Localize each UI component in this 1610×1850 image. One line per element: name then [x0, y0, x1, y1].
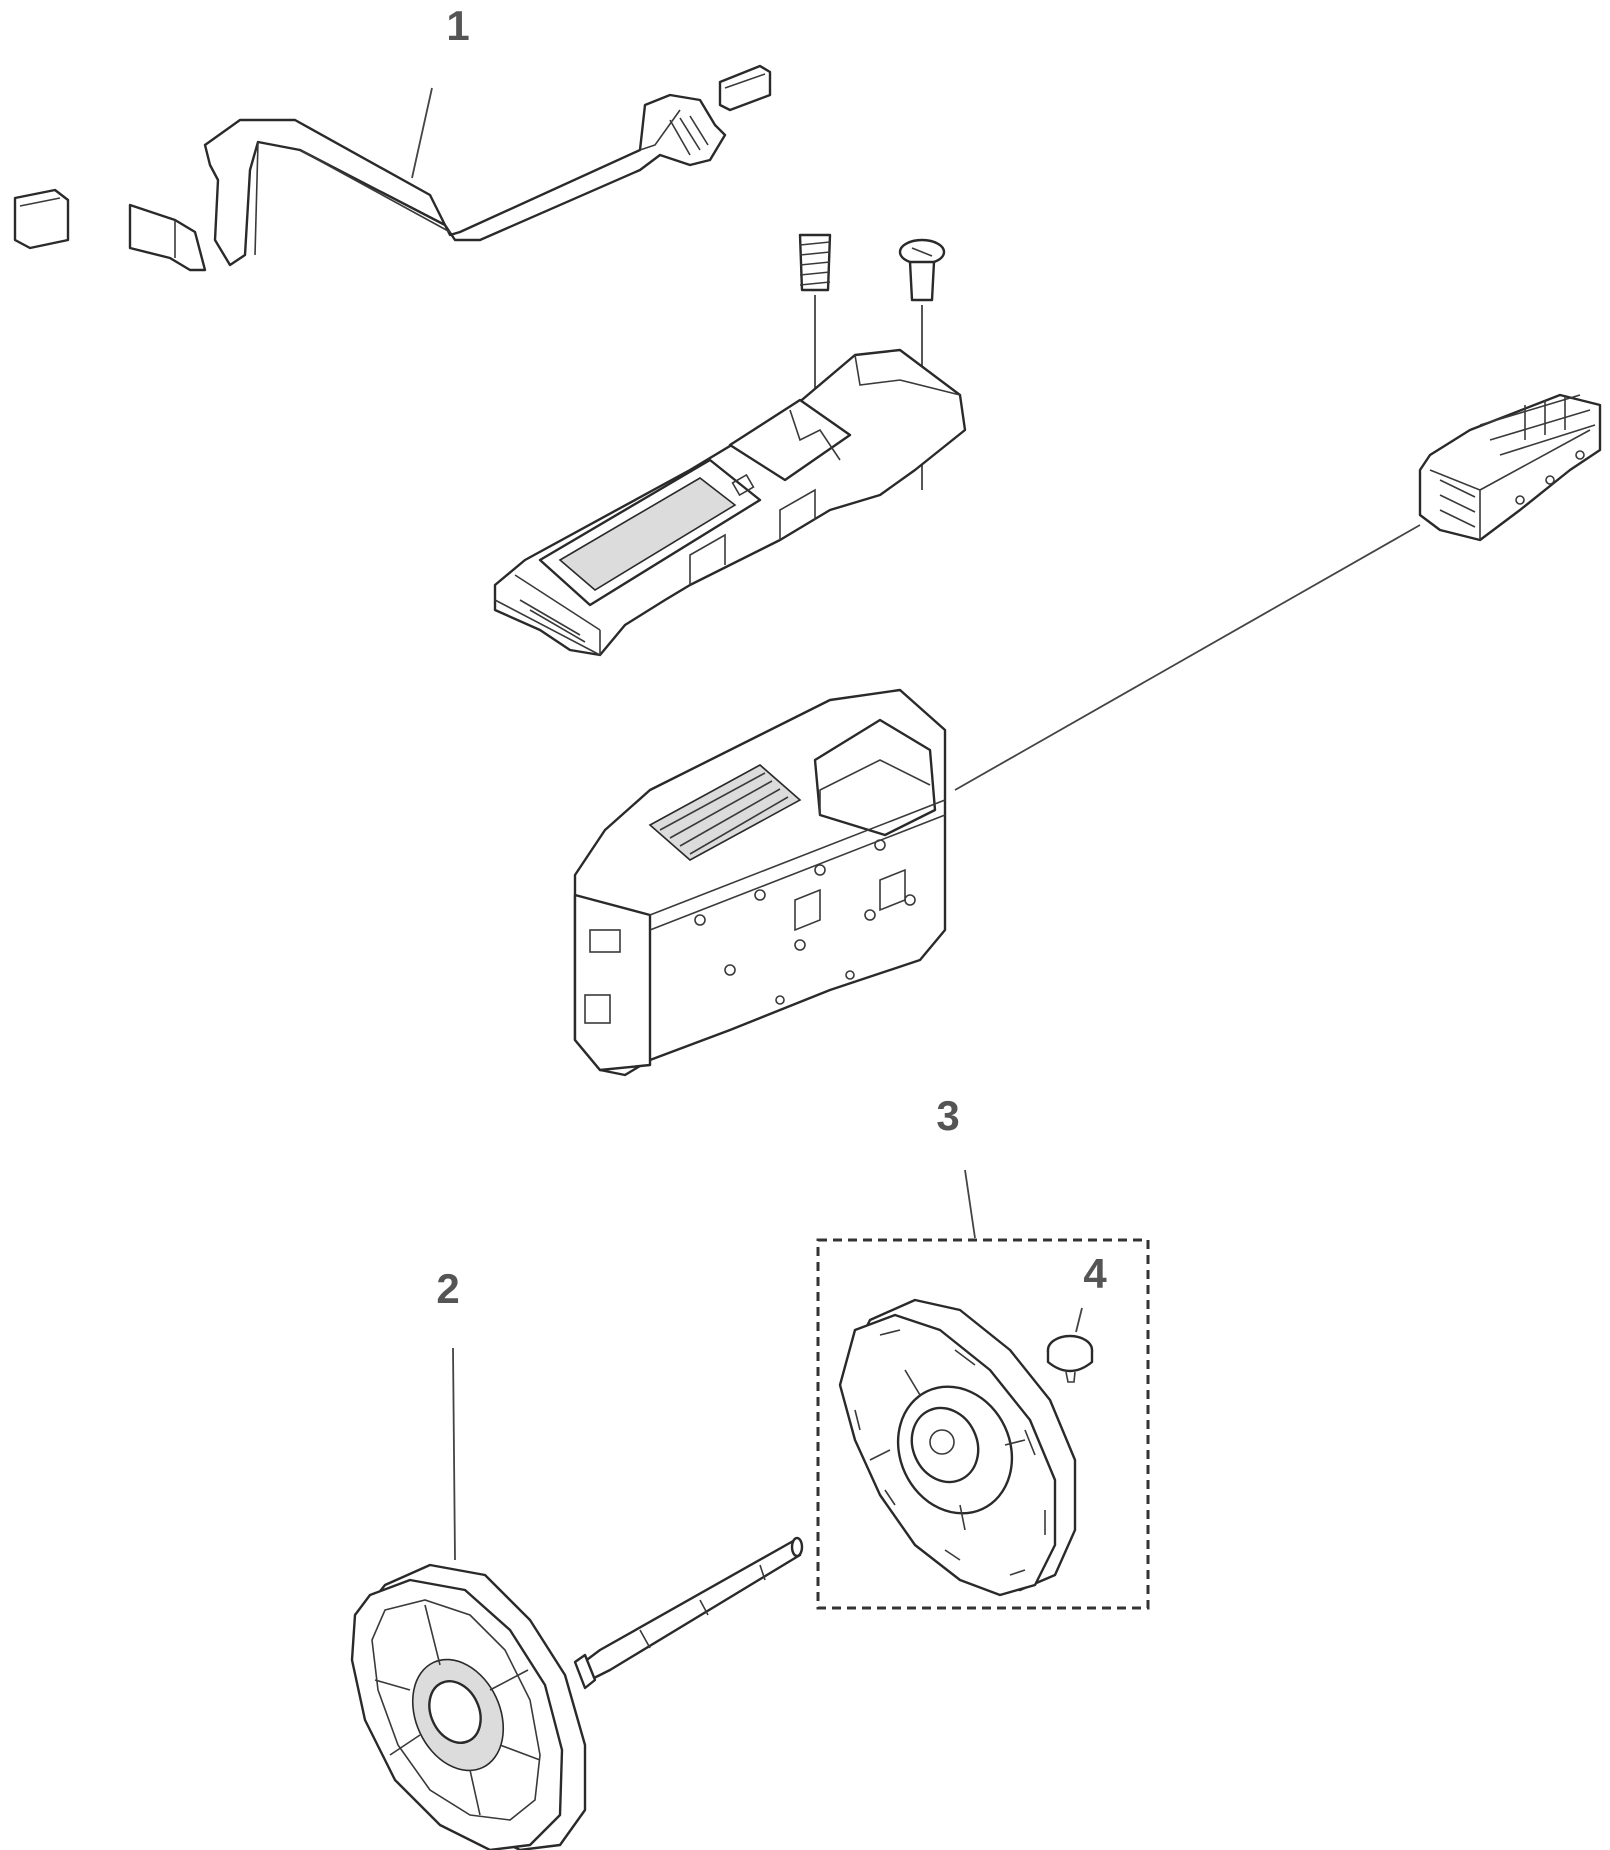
carriage-cover-assembly [493, 348, 967, 657]
callout-3-label: 3 [936, 1092, 959, 1139]
callout-1-leader [411, 87, 433, 179]
connector-leader [954, 524, 1421, 791]
callout-2-label: 2 [436, 1265, 459, 1312]
screw [898, 238, 946, 302]
callout-3-leader [964, 1169, 976, 1239]
roll-spindle-with-hub [350, 1536, 804, 1850]
callout-4-leader [1075, 1307, 1083, 1333]
hub-kit-boundary [816, 1238, 1150, 1610]
hub-knob [1046, 1334, 1094, 1383]
spring [798, 233, 832, 292]
flat-flex-cable [13, 64, 772, 272]
spindle-hub-kit [838, 1298, 1077, 1597]
callout-2-leader [452, 1347, 456, 1561]
callout-4-label: 4 [1083, 1250, 1107, 1297]
callout-1-label: 1 [446, 2, 469, 49]
printhead-carriage-assembly [573, 688, 947, 1077]
printhead-connector-block [1418, 393, 1602, 542]
